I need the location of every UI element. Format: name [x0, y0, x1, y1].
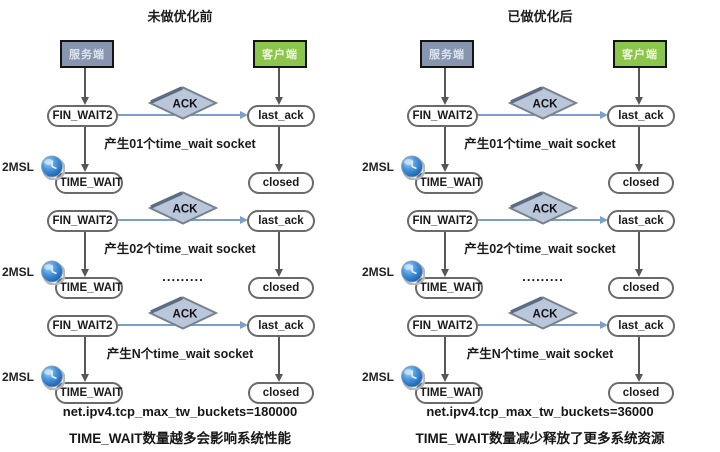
client-down-arrow [275, 68, 283, 105]
lastack-to-closed-arrow [635, 337, 643, 382]
fin-wait2-node: FIN_WAIT2 [407, 315, 478, 337]
lastack-to-closed-arrow [275, 337, 283, 382]
last-ack-node: last_ack [247, 210, 315, 232]
server-down-arrow [81, 68, 89, 105]
socket-caption: 产生N个time_wait socket [466, 347, 614, 361]
time-wait-node: TIME_WAIT [55, 277, 123, 299]
socket-caption: 产生02个time_wait socket [464, 242, 616, 256]
fin-to-timewait-arrow [81, 337, 89, 382]
fin-wait2-node: FIN_WAIT2 [47, 210, 118, 232]
server-node: 服务端 [420, 40, 474, 68]
lastack-to-closed-arrow [635, 127, 643, 172]
socket-caption: 产生02个time_wait socket [104, 242, 256, 256]
ack-diamond: ACK [508, 86, 578, 120]
fin-wait2-node: FIN_WAIT2 [47, 105, 118, 127]
msl-label: 2MSL [362, 370, 395, 384]
closed-node: closed [248, 277, 314, 299]
msl-label: 2MSL [2, 265, 35, 279]
flow-row: ACK FIN_WAIT2 last_ack 产生01个time_wait so… [0, 86, 360, 196]
client-node: 客户端 [613, 40, 667, 68]
panel-title: 未做优化前 [147, 9, 213, 24]
last-ack-node: last_ack [607, 315, 675, 337]
closed-node: closed [248, 382, 314, 404]
summary-text: TIME_WAIT数量越多会影响系统性能 [69, 431, 291, 446]
msl-label: 2MSL [362, 160, 395, 174]
fin-wait2-node: FIN_WAIT2 [47, 315, 118, 337]
flow-row: ACK FIN_WAIT2 last_ack 产生02个time_wait so… [0, 191, 360, 301]
socket-caption: 产生01个time_wait socket [464, 137, 616, 151]
last-ack-node: last_ack [247, 105, 315, 127]
socket-caption: 产生01个time_wait socket [104, 137, 256, 151]
sysctl-setting: net.ipv4.tcp_max_tw_buckets=36000 [426, 404, 654, 419]
ack-diamond: ACK [508, 296, 578, 330]
fin-to-timewait-arrow [441, 337, 449, 382]
clock-icon [41, 260, 65, 285]
fin-wait2-node: FIN_WAIT2 [407, 105, 478, 127]
time-wait-node: TIME_WAIT [415, 382, 483, 404]
sysctl-setting: net.ipv4.tcp_max_tw_buckets=180000 [62, 404, 298, 419]
panel-after: 已做优化后 服务端 客户端 ACK FIN_WAIT2 last_ack 产生0… [360, 0, 720, 452]
msl-label: 2MSL [2, 370, 35, 384]
ack-diamond: ACK [148, 191, 218, 225]
msl-label: 2MSL [2, 160, 35, 174]
flow-row: ACK FIN_WAIT2 last_ack 产生N个time_wait soc… [0, 296, 360, 406]
ack-diamond: ACK [508, 191, 578, 225]
ack-label: ACK [533, 204, 559, 216]
clock-icon [401, 155, 425, 180]
ack-label: ACK [173, 309, 199, 321]
panel-title: 已做优化后 [507, 9, 573, 24]
lastack-to-closed-arrow [275, 127, 283, 172]
clock-icon [401, 260, 425, 285]
time-wait-node: TIME_WAIT [415, 277, 483, 299]
last-ack-node: last_ack [607, 210, 675, 232]
summary-text: TIME_WAIT数量减少释放了更多系统资源 [415, 431, 665, 446]
client-node: 客户端 [253, 40, 307, 68]
time-wait-node: TIME_WAIT [55, 172, 123, 194]
flow-row: ACK FIN_WAIT2 last_ack 产生02个time_wait so… [360, 191, 720, 301]
ack-diamond: ACK [148, 296, 218, 330]
clock-icon [41, 155, 65, 180]
closed-node: closed [608, 172, 674, 194]
socket-caption: 产生N个time_wait socket [106, 347, 254, 361]
ack-label: ACK [533, 99, 559, 111]
fin-to-timewait-arrow [441, 127, 449, 172]
ellipsis-label: ......... [522, 269, 564, 284]
fin-to-timewait-arrow [81, 232, 89, 277]
closed-node: closed [608, 277, 674, 299]
ack-label: ACK [173, 99, 199, 111]
lastack-to-closed-arrow [275, 232, 283, 277]
ack-label: ACK [173, 204, 199, 216]
ellipsis-label: ......... [162, 269, 204, 284]
closed-node: closed [608, 382, 674, 404]
fin-wait2-node: FIN_WAIT2 [407, 210, 478, 232]
fin-to-timewait-arrow [81, 127, 89, 172]
time-wait-node: TIME_WAIT [55, 382, 123, 404]
closed-node: closed [248, 172, 314, 194]
clock-icon [401, 365, 425, 390]
server-down-arrow [441, 68, 449, 105]
msl-label: 2MSL [362, 265, 395, 279]
last-ack-node: last_ack [607, 105, 675, 127]
flow-row: ACK FIN_WAIT2 last_ack 产生01个time_wait so… [360, 86, 720, 196]
ack-label: ACK [533, 309, 559, 321]
server-node: 服务端 [60, 40, 114, 68]
fin-to-timewait-arrow [441, 232, 449, 277]
ack-diamond: ACK [148, 86, 218, 120]
client-down-arrow [635, 68, 643, 105]
lastack-to-closed-arrow [635, 232, 643, 277]
time-wait-node: TIME_WAIT [415, 172, 483, 194]
clock-icon [41, 365, 65, 390]
panel-before: 未做优化前 服务端 客户端 ACK FIN_WAIT2 last_ack 产生0… [0, 9, 360, 446]
last-ack-node: last_ack [247, 315, 315, 337]
flow-row: ACK FIN_WAIT2 last_ack 产生N个time_wait soc… [360, 296, 720, 406]
